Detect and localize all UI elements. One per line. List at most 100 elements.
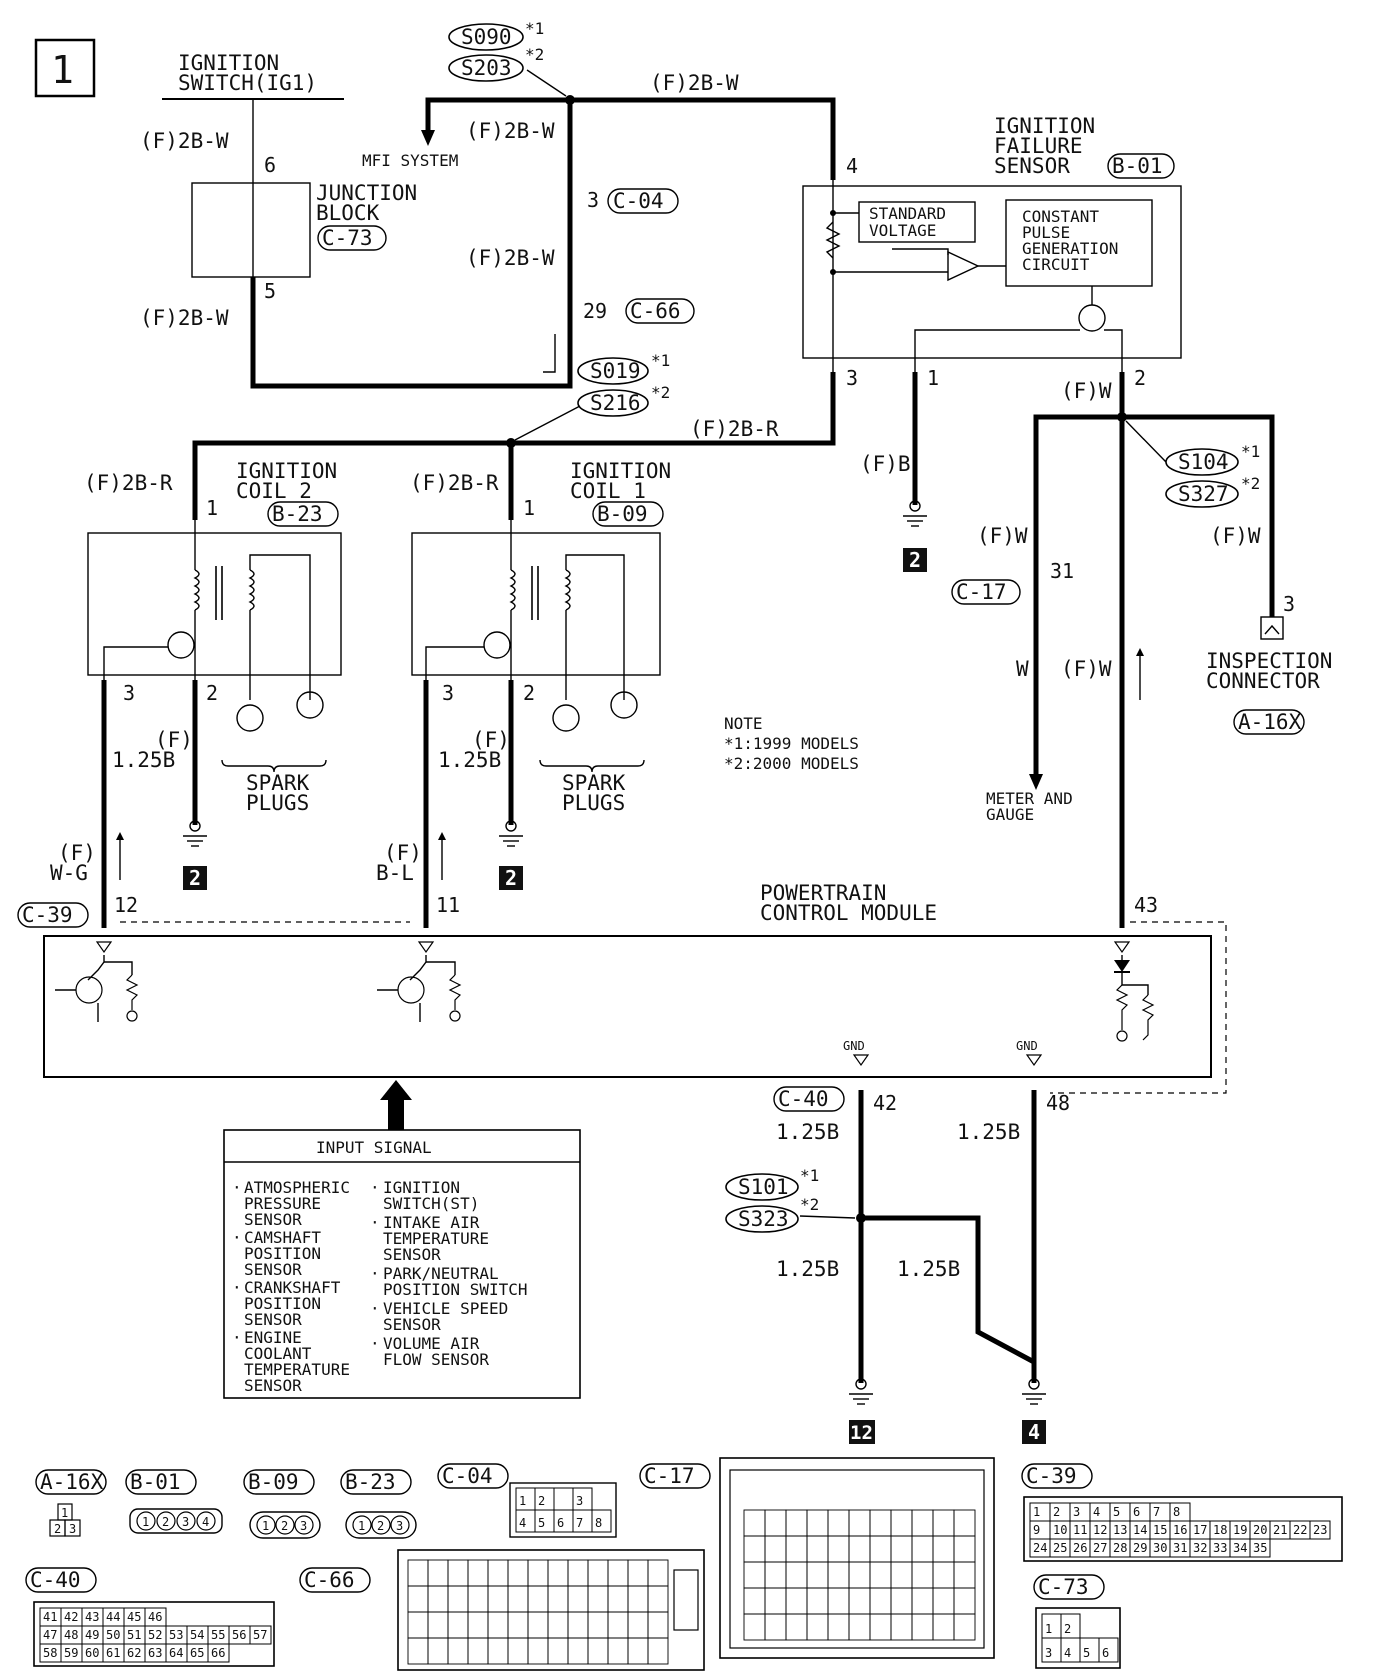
svg-text:1: 1	[927, 366, 939, 390]
pin-cell	[932, 1509, 955, 1537]
pin-cell	[587, 1611, 609, 1639]
input-bullet: ·	[370, 1178, 380, 1197]
pin-number: 3	[182, 1515, 189, 1529]
svg-text:A-16X: A-16X	[40, 1470, 104, 1494]
note-line-1: *1:1999 MODELS	[724, 734, 859, 753]
pin-cell	[447, 1585, 469, 1613]
svg-text:CONNECTOR: CONNECTOR	[1206, 669, 1320, 693]
input-bullet: ·	[370, 1264, 380, 1283]
svg-text:C-04: C-04	[613, 189, 664, 213]
input-signal-item: SENSOR	[244, 1376, 302, 1395]
svg-text:C-39: C-39	[1026, 1464, 1077, 1488]
input-signal-item: VOLUME AIR	[383, 1334, 480, 1353]
pcm-label: POWERTRAIN	[760, 881, 886, 905]
svg-text:*1: *1	[1241, 442, 1260, 461]
pin-cell	[427, 1559, 449, 1587]
pin-cell	[953, 1509, 976, 1537]
pin-cell	[547, 1637, 569, 1665]
pin-number: 13	[1113, 1523, 1127, 1537]
pin-number: 52	[148, 1628, 162, 1642]
pin-number: 7	[576, 1516, 583, 1530]
pin-number: 1	[142, 1515, 149, 1529]
svg-text:1: 1	[523, 496, 535, 520]
pin-number: 21	[1273, 1523, 1287, 1537]
svg-text:B-09: B-09	[597, 502, 648, 526]
svg-text:(F)W: (F)W	[1061, 379, 1112, 403]
svg-text:11: 11	[436, 893, 460, 917]
pin-cell	[743, 1587, 766, 1615]
pin-cell	[1098, 1637, 1119, 1663]
pin-number: 65	[190, 1646, 204, 1660]
splice-s101: S101	[738, 1175, 789, 1199]
splice-s327: S327	[1178, 482, 1229, 506]
junction-block-code: C-73	[322, 226, 373, 250]
svg-text:FAILURE: FAILURE	[994, 134, 1083, 158]
svg-text:B-L: B-L	[376, 861, 414, 885]
svg-text:3: 3	[587, 188, 599, 212]
pin-cell	[827, 1587, 850, 1615]
pin-number: 46	[148, 1610, 162, 1624]
pin-number: 23	[1313, 1523, 1327, 1537]
svg-text:1: 1	[61, 1506, 68, 1520]
pin-number: 15	[1153, 1523, 1167, 1537]
pin-cell	[647, 1559, 669, 1587]
pin-cell	[785, 1613, 808, 1641]
pin-number: 3	[396, 1519, 403, 1533]
pin-number: 53	[169, 1628, 183, 1642]
svg-text:3: 3	[69, 1522, 76, 1536]
pin-number: 24	[1033, 1541, 1047, 1555]
pin-cell	[764, 1535, 787, 1563]
pin-number: 3	[1045, 1646, 1052, 1660]
svg-text:(F)W: (F)W	[977, 524, 1028, 548]
pin-cell	[207, 1643, 230, 1663]
pin-cell	[447, 1611, 469, 1639]
pin-number: 50	[106, 1628, 120, 1642]
input-signal-item: ENGINE	[244, 1328, 302, 1347]
pin-number: 2	[1064, 1622, 1071, 1636]
pin-cell	[647, 1637, 669, 1665]
connector-view-c66: C-66	[299, 1549, 705, 1671]
pin-cell	[467, 1611, 489, 1639]
pin-cell	[647, 1585, 669, 1613]
pin-cavity	[371, 1515, 391, 1535]
pin-cell	[932, 1561, 955, 1589]
pin-cell	[869, 1509, 892, 1537]
pin-cavity	[156, 1511, 176, 1531]
pin-number: 63	[148, 1646, 162, 1660]
pin-cell	[890, 1561, 913, 1589]
input-signal-item: TEMPERATURE	[383, 1229, 489, 1248]
svg-text:GENERATION: GENERATION	[1022, 239, 1118, 258]
pin-cell	[527, 1637, 549, 1665]
pin-number: 26	[1073, 1541, 1087, 1555]
pin-cell	[848, 1509, 871, 1537]
pin-number: 57	[253, 1628, 267, 1642]
pin-cell	[507, 1559, 529, 1587]
pin-cell	[467, 1559, 489, 1587]
input-signal-item: VEHICLE SPEED	[383, 1299, 508, 1318]
svg-text:C-17: C-17	[644, 1464, 695, 1488]
pin-cell	[806, 1613, 829, 1641]
svg-text:12: 12	[114, 893, 138, 917]
pin-cell	[869, 1587, 892, 1615]
input-signal-item: PARK/NEUTRAL	[383, 1264, 499, 1283]
input-signal-item: SENSOR	[383, 1245, 441, 1264]
svg-text:(F)2B-W: (F)2B-W	[466, 246, 555, 270]
input-signal-item: SENSOR	[383, 1315, 441, 1334]
pin-number: 51	[127, 1628, 141, 1642]
svg-text:29: 29	[583, 299, 607, 323]
pin-cell	[743, 1509, 766, 1537]
pin-number: 59	[64, 1646, 78, 1660]
svg-text:W: W	[1016, 657, 1029, 681]
splice-s323: S323	[738, 1207, 789, 1231]
svg-text:*1: *1	[525, 19, 544, 38]
svg-text:*2: *2	[1241, 474, 1260, 493]
pin-number: 34	[1233, 1541, 1247, 1555]
svg-text:C-17: C-17	[956, 580, 1007, 604]
splice-s104: S104	[1178, 450, 1229, 474]
ground-ref-2-c: 2	[505, 866, 517, 890]
pin-number: 33	[1213, 1541, 1227, 1555]
ignition-switch-label: IGNITION	[178, 51, 279, 75]
pin-cell	[890, 1613, 913, 1641]
svg-text:(F)2B-R: (F)2B-R	[690, 417, 779, 441]
pin-number: 1	[358, 1519, 365, 1533]
